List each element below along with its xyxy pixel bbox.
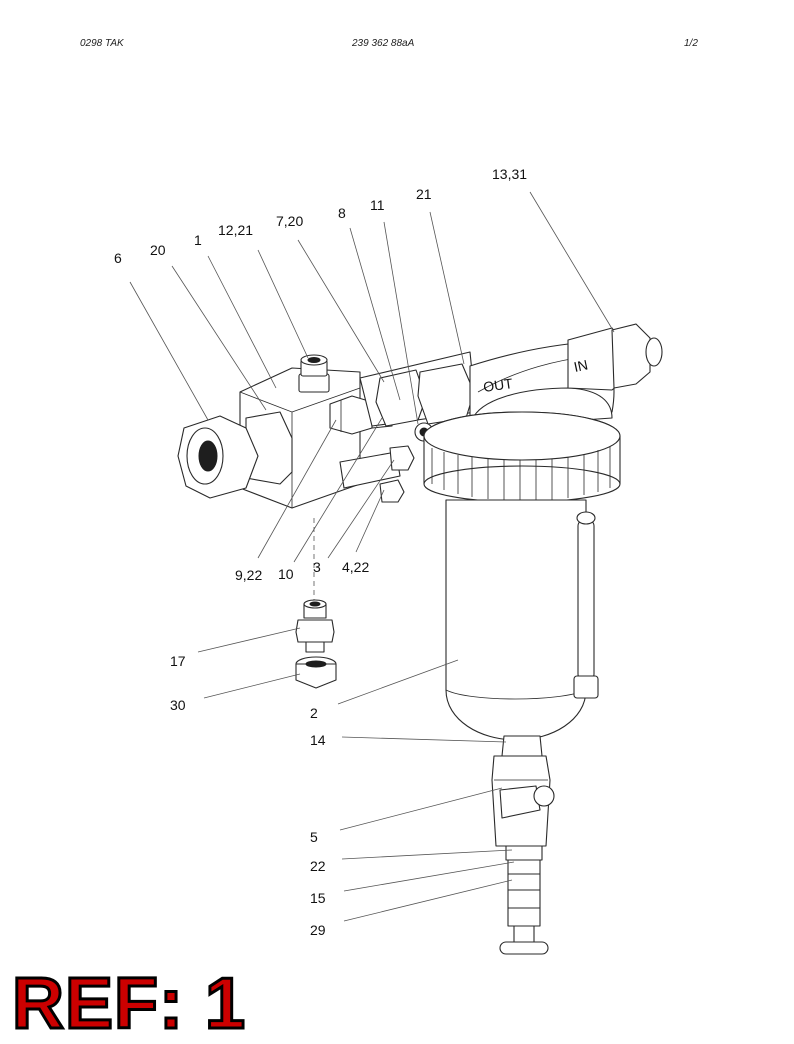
callout-6: 6 <box>114 250 122 266</box>
ref-label: REF: 1 <box>10 964 247 1044</box>
callout-29: 29 <box>310 922 326 938</box>
sight-gauge <box>573 511 599 699</box>
bowl-collar <box>423 411 621 503</box>
inlet-fitting <box>567 323 663 391</box>
callout-4-22: 4,22 <box>342 559 369 575</box>
callout-22: 22 <box>310 858 326 874</box>
left-hex-nut <box>177 411 293 499</box>
top-fitting <box>298 354 330 393</box>
callout-8: 8 <box>338 205 346 221</box>
adapter-17 <box>295 599 335 653</box>
callout-20: 20 <box>150 242 166 258</box>
header-center: 239 362 88aA <box>352 38 415 49</box>
callout-7-20: 7,20 <box>276 213 303 229</box>
callout-2: 2 <box>310 705 318 721</box>
header-left: 0298 TAK <box>80 38 124 49</box>
callouts: 6 20 1 12,21 7,20 8 11 21 13,31 9,22 10 … <box>114 166 527 938</box>
callout-5: 5 <box>310 829 318 845</box>
callout-21: 21 <box>416 186 432 202</box>
callout-1: 1 <box>194 232 202 248</box>
callout-10: 10 <box>278 566 294 582</box>
callout-15: 15 <box>310 890 326 906</box>
callout-11: 11 <box>370 197 385 213</box>
callout-3: 3 <box>313 559 321 575</box>
callout-17: 17 <box>170 653 186 669</box>
callout-13-31: 13,31 <box>492 166 527 182</box>
housing-in-label: IN <box>572 356 589 375</box>
callout-12-21: 12,21 <box>218 222 253 238</box>
lower-fittings <box>339 445 415 503</box>
drain-assembly <box>491 735 555 955</box>
callout-30: 30 <box>170 697 186 713</box>
header-right: 1/2 <box>684 38 698 49</box>
leader-lines <box>129 191 615 922</box>
nut-30 <box>295 656 337 689</box>
connector-pipe <box>359 351 477 442</box>
filter-bowl <box>445 499 587 741</box>
housing-out-label: OUT <box>482 375 514 395</box>
callout-9-22: 9,22 <box>235 567 262 583</box>
callout-14: 14 <box>310 732 326 748</box>
